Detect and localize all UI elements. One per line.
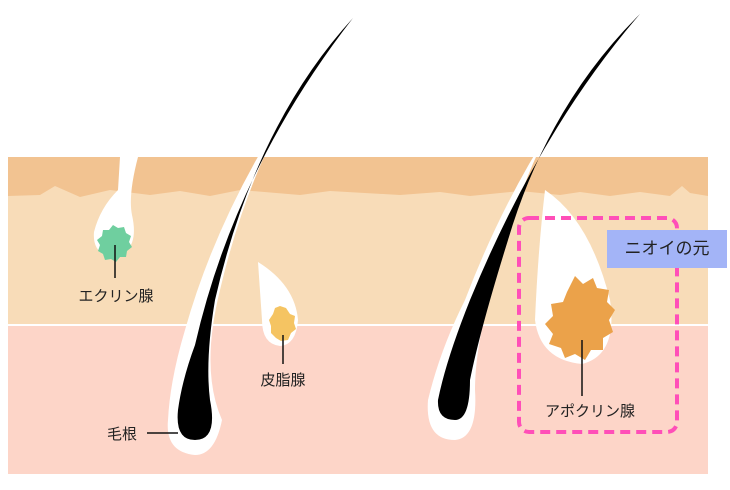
hair-shaft-1 [177, 18, 353, 440]
eccrine-gland [97, 225, 132, 262]
apocrine-label: アポクリン腺 [544, 402, 636, 420]
stratum-corneum [8, 157, 708, 197]
hair-root-label: 毛根 [106, 425, 138, 443]
odor-highlight-box [517, 216, 679, 434]
eccrine-label: エクリン腺 [78, 287, 154, 305]
sebaceous-gland [269, 306, 296, 341]
odor-source-tag: ニオイの元 [607, 230, 727, 268]
apocrine-gland [545, 276, 615, 360]
hair-shaft-2 [437, 14, 640, 420]
sebaceous-label: 皮脂腺 [260, 371, 306, 389]
